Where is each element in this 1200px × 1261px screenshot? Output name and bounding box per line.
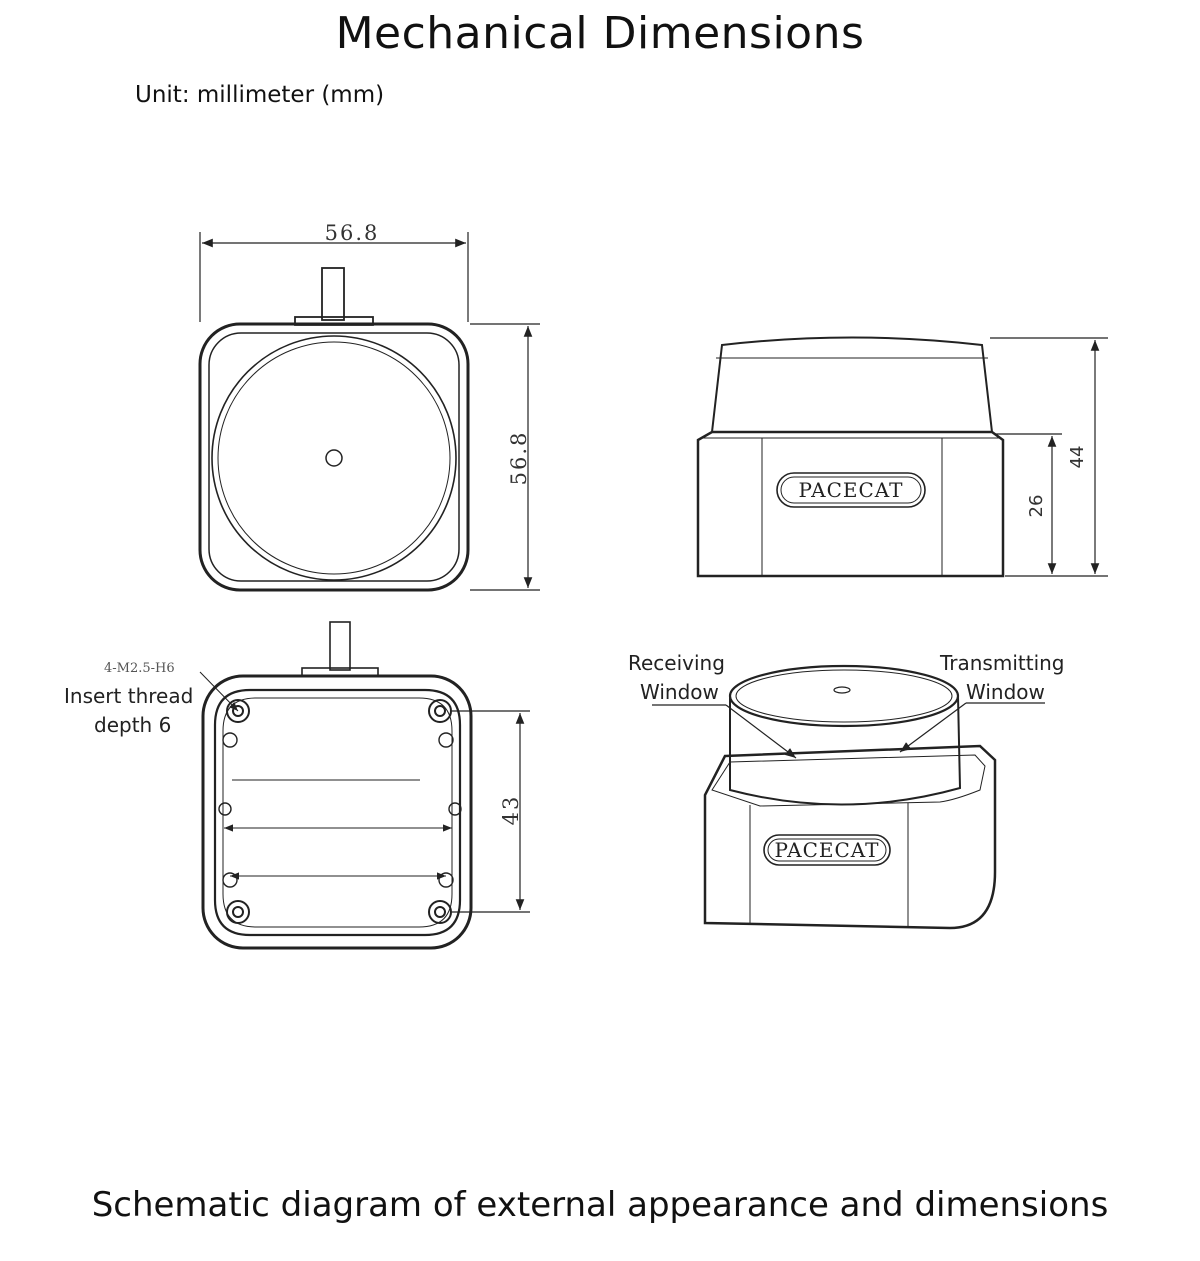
unit-note: Unit: millimeter (mm) [135,82,385,108]
side-view [696,336,1005,578]
window-callouts [652,702,1045,759]
height-dimensions [990,337,1108,577]
receiving-window-label: Window [640,680,719,704]
hole-spacing-dimension [452,710,530,913]
bottom-view [201,621,473,950]
depth-label: 56.8 [507,431,531,486]
thread-spec: 4-M2.5-H6 [104,661,175,676]
perspective-logo: PACECAT [775,838,880,862]
hole-spacing-label: 43 [499,795,523,826]
bottom-inner-dims [224,824,452,880]
depth-dimension [470,323,540,591]
transmitting-label: Transmitting [939,651,1065,675]
page-title: Mechanical Dimensions [335,8,865,59]
transmitting-window-label: Window [966,680,1045,704]
insert-thread-label: Insert thread [64,684,193,708]
total-height-label: 44 [1067,446,1088,469]
perspective-view [703,664,997,930]
width-dimension [199,232,469,322]
width-label: 56.8 [325,221,380,245]
insert-thread-depth: depth 6 [94,713,171,737]
receiving-label: Receiving [628,651,725,675]
top-view [198,267,470,592]
footer-caption: Schematic diagram of external appearance… [91,1185,1109,1225]
side-logo: PACECAT [799,478,904,502]
base-height-label: 26 [1026,495,1047,518]
